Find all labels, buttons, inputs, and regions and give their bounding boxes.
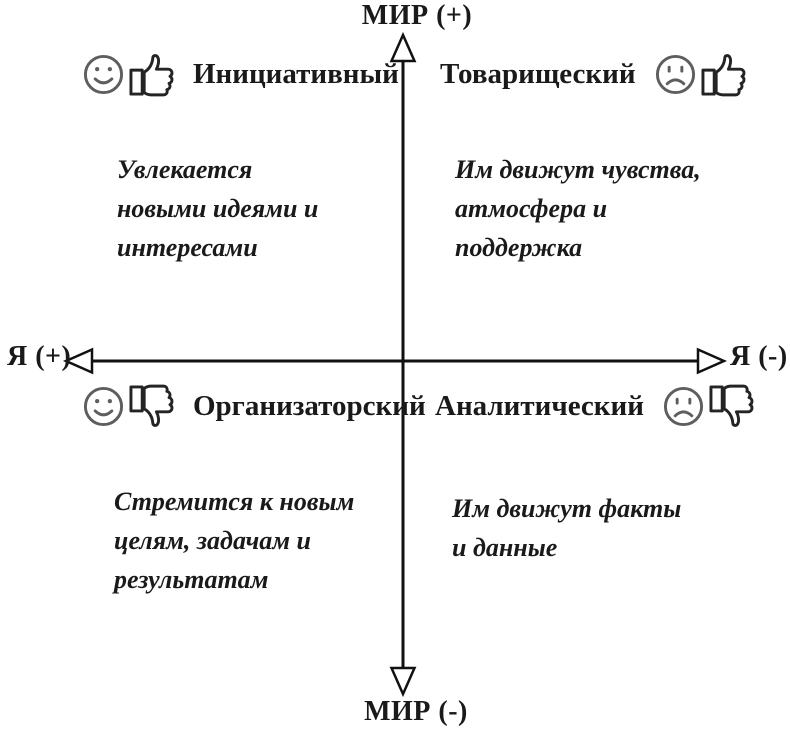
quadrant-top-right-header: Товарищеский	[440, 47, 749, 101]
happy-face-icon	[83, 386, 124, 426]
quadrant-bottom-right-header: Аналитический	[435, 379, 757, 433]
quadrant-top-left-header: Инициативный	[82, 47, 399, 101]
quadrant-title-initiative: Инициативный	[193, 57, 399, 90]
happy-face-icon	[83, 54, 124, 94]
quadrant-title-friendly: Товарищеский	[440, 57, 636, 90]
thumb-up-icon	[701, 53, 745, 96]
quadrant-title-analytical: Аналитический	[435, 389, 644, 422]
arrowhead-up-icon	[389, 31, 417, 63]
thumb-up-icon	[129, 53, 174, 96]
arrowhead-right-icon	[696, 347, 728, 375]
sad-face-icon	[663, 386, 703, 426]
axis-label-self-positive: Я (+)	[7, 341, 72, 372]
quadrant-bottom-left-header: Организаторский	[82, 379, 426, 433]
sad-face-icon	[655, 54, 695, 94]
thumb-down-icon	[709, 384, 754, 427]
quadrant-description-initiative: Увлекается новыми идеями и интересами	[117, 155, 319, 262]
thumb-down-icon	[129, 384, 174, 427]
axis-label-self-negative: Я (-)	[730, 341, 788, 372]
quadrant-description-analytical: Им движут факты и данные	[452, 494, 682, 562]
arrowhead-left-icon	[62, 347, 94, 375]
axis-label-world-negative: МИР (-)	[364, 696, 468, 727]
quadrant-title-organizer: Организаторский	[193, 389, 426, 422]
quadrant-description-friendly: Им движут чувства, атмосфера и поддержка	[455, 155, 701, 262]
axis-label-world-positive: МИР (+)	[361, 0, 473, 31]
quadrant-description-organizer: Стремится к новым целям, задачам и резул…	[114, 487, 355, 594]
arrowhead-down-icon	[389, 666, 417, 698]
